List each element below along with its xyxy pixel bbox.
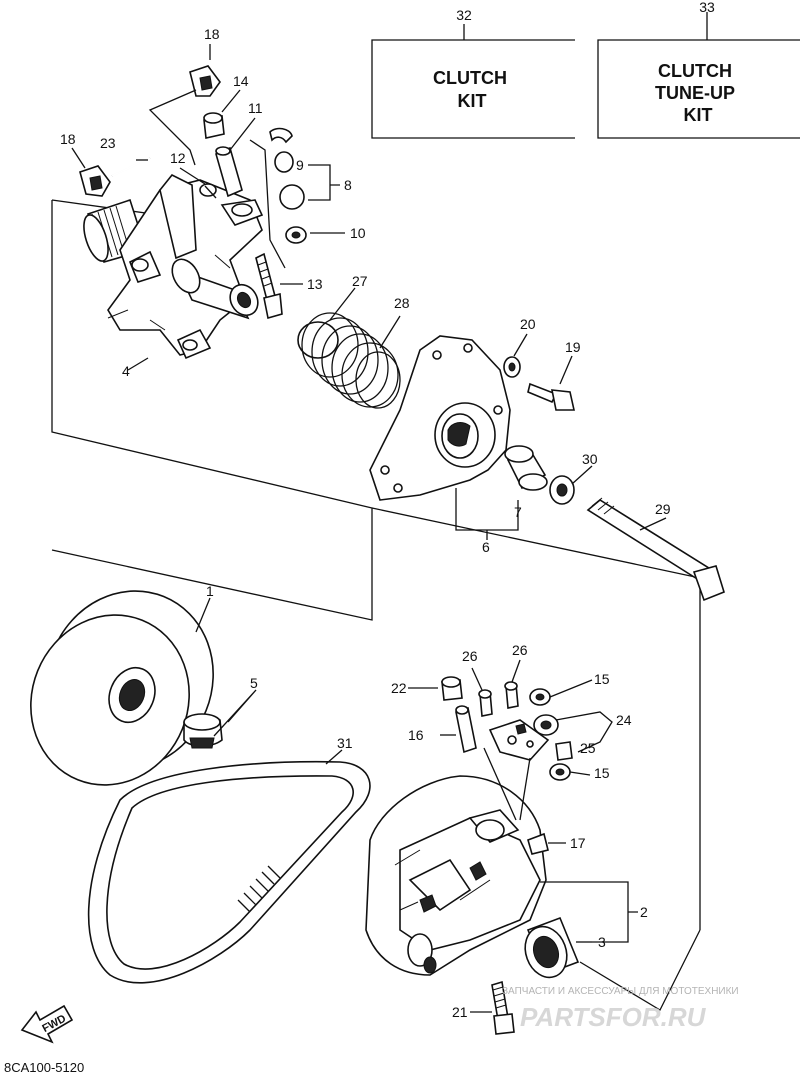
- part-26-bolts: [478, 681, 519, 717]
- diagram-code: 8CA100-5120: [4, 1060, 84, 1075]
- part-label: 15: [594, 765, 610, 781]
- part-label: 5: [250, 675, 258, 691]
- clutch-spider-hub: [83, 173, 264, 360]
- part-15-washers: [529, 688, 571, 781]
- part-number-labels: 18 14 11 18 23 12 9 8 10 13 27 28 4 20 1…: [60, 26, 671, 1020]
- part-5-bushings: [183, 713, 223, 749]
- part-12-small-bolt: [199, 183, 217, 199]
- part-16-pin: [455, 705, 477, 754]
- kit-number: 32: [456, 7, 472, 23]
- part-label: 28: [394, 295, 410, 311]
- part-label: 1: [206, 583, 214, 599]
- kit-title-line: KIT: [684, 105, 713, 125]
- kit-box-clutch-tuneup-kit: 33 CLUTCH TUNE-UP KIT: [597, 0, 800, 139]
- fwd-label: FWD: [40, 1013, 68, 1035]
- part-label: 26: [512, 642, 528, 658]
- part-label: 15: [594, 671, 610, 687]
- part-label: 23: [100, 135, 116, 151]
- part-20-washer: [503, 356, 521, 378]
- part-13-bolt: [255, 252, 283, 320]
- part-label: 19: [565, 339, 581, 355]
- part-31-drive-belt: [87, 760, 371, 984]
- part-label: 20: [520, 316, 536, 332]
- part-18-clip-left: [79, 165, 111, 197]
- part-7-bushing: [504, 445, 548, 491]
- part-label: 22: [391, 680, 407, 696]
- part-2-movable-sheave: [365, 775, 547, 976]
- part-21-bolt: [491, 980, 515, 1035]
- part-17-bolt: [527, 832, 549, 855]
- part-label: 8: [344, 177, 352, 193]
- part-22-grease-nipple: [441, 676, 463, 701]
- part-label: 18: [60, 131, 76, 147]
- part-19-bolt: [527, 382, 575, 411]
- part-label: 31: [337, 735, 353, 751]
- part-11-pin: [215, 146, 243, 198]
- kit-title-line: CLUTCH: [433, 68, 507, 88]
- part-9-bushings: [269, 127, 307, 244]
- part-27-28-springs: [297, 312, 401, 409]
- part-label: 14: [233, 73, 249, 89]
- part-label: 12: [170, 150, 186, 166]
- part-label: 11: [248, 100, 263, 116]
- part-label: 13: [307, 276, 323, 292]
- part-label: 4: [122, 363, 130, 379]
- part-label: 26: [462, 648, 478, 664]
- watermark-tagline: ЗАПЧАСТИ И АКСЕССУАРЫ ДЛЯ МОТОТЕХНИКИ: [502, 986, 739, 997]
- part-14-grease-nipple: [203, 112, 225, 139]
- part-25-bushing: [555, 741, 573, 761]
- fwd-direction-arrow: FWD: [20, 1004, 74, 1044]
- part-18-clip-top: [189, 65, 221, 97]
- part-label: 29: [655, 501, 671, 517]
- part-30-nut: [549, 475, 575, 505]
- part-label: 9: [296, 157, 304, 173]
- part-24-roller-arm: [488, 719, 550, 761]
- part-label: 24: [616, 712, 632, 728]
- leader-lines: [71, 44, 701, 1013]
- watermark: ЗАПЧАСТИ И АКСЕССУАРЫ ДЛЯ МОТОТЕХНИКИ PA…: [502, 986, 739, 1032]
- kit-title-line: CLUTCH: [658, 61, 732, 81]
- part-23-pin: [111, 157, 151, 177]
- part-label: 21: [452, 1004, 468, 1020]
- kit-title-line: KIT: [458, 91, 487, 111]
- part-label: 16: [408, 727, 424, 743]
- part-1-fixed-sheave: [30, 590, 214, 786]
- part-label: 10: [350, 225, 366, 241]
- kit-box-clutch-kit: 32 CLUTCH KIT: [371, 7, 575, 139]
- kit-title-line: TUNE-UP: [655, 83, 735, 103]
- part-label: 7: [514, 504, 522, 520]
- part-6-clutch-cover: [369, 335, 511, 501]
- part-29-long-bolt: [586, 497, 725, 602]
- part-label: 2: [640, 904, 648, 920]
- watermark-brand: PARTSFOR.RU: [520, 1002, 707, 1032]
- kit-number: 33: [699, 0, 715, 15]
- part-label: 25: [580, 740, 596, 756]
- part-label: 3: [598, 934, 606, 950]
- part-label: 6: [482, 539, 490, 555]
- part-label: 27: [352, 273, 368, 289]
- part-label: 17: [570, 835, 586, 851]
- part-3-bushing: [524, 916, 580, 979]
- part-label: 30: [582, 451, 598, 467]
- part-label: 18: [204, 26, 220, 42]
